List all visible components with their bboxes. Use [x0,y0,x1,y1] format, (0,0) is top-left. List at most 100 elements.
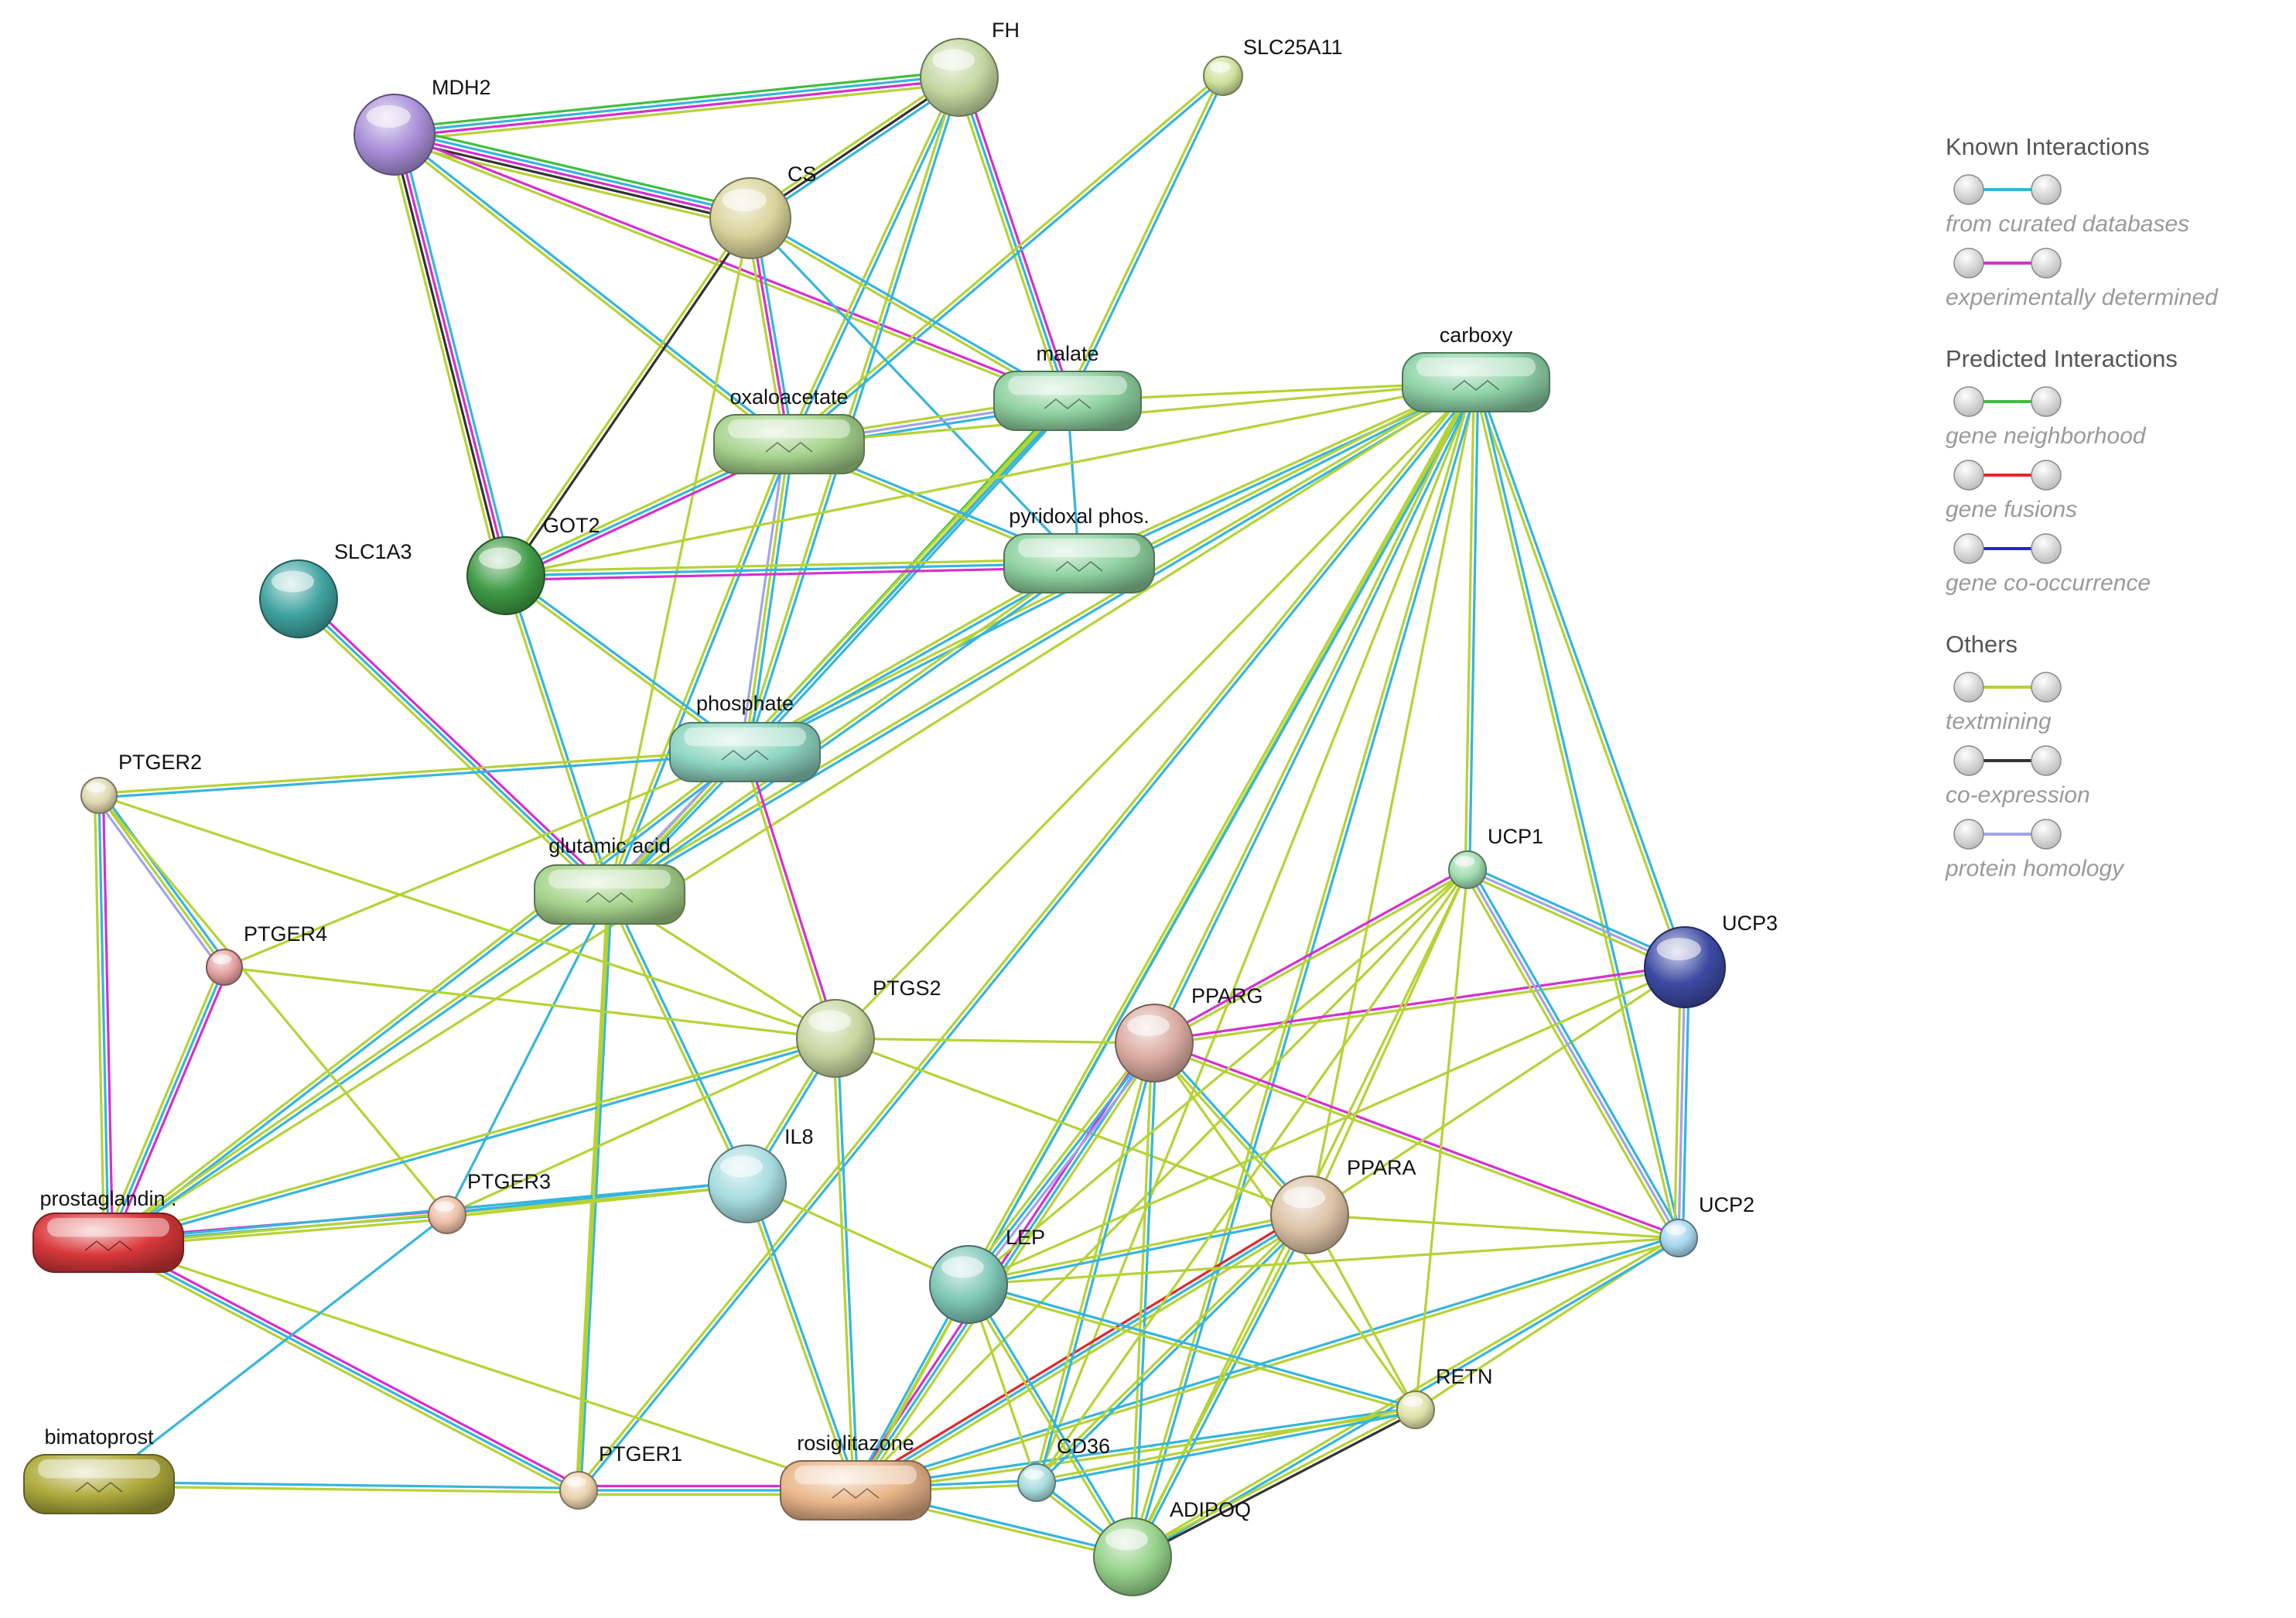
node-ptger3[interactable]: PTGER3 [428,1170,551,1234]
node-gloss [941,1256,984,1278]
node-il8[interactable]: IL8 [708,1125,814,1223]
node-ppara[interactable]: PPARA [1270,1156,1416,1254]
node-gloss [565,1476,586,1487]
node-got2[interactable]: GOT2 [466,514,600,615]
neighborhood-edge-line [392,70,960,130]
node-label: rosiglitazone [797,1432,914,1455]
textmining-edge-line [1414,868,1469,1411]
node-rosiglitazone[interactable]: rosiglitazone [780,1432,931,1521]
node-prostaglandin[interactable]: prostaglandin . [32,1187,184,1273]
edge-PPARG-LEP [964,1039,1159,1288]
legend-item: gene fusions [1946,456,2286,529]
curated-edge-line [967,1216,1312,1288]
node-carboxy[interactable]: carboxy [1402,323,1550,412]
node-pparg[interactable]: PPARG [1115,984,1263,1083]
textmining-edge-line [1153,870,1470,1047]
node-ptgs2[interactable]: PTGS2 [796,977,941,1078]
node-ptger2[interactable]: PTGER2 [80,751,202,814]
textmining-edge-line [97,748,747,795]
node-malate[interactable]: malate [993,342,1142,431]
node-pill[interactable] [534,864,685,925]
legend-item: from curated databases [1946,170,2286,244]
curated-edge-line [969,1281,1136,1558]
node-slc25a11[interactable]: SLC25A11 [1203,36,1343,96]
node-pyridoxal[interactable]: pyridoxal phos. [1003,505,1155,593]
homology-edge-line [739,442,787,753]
curated-edge-line [968,1281,1418,1409]
node-phosphate[interactable]: phosphate [669,692,821,782]
edge-glutamic-PTGER1 [575,893,613,1492]
textmining-edge-line [1129,380,1475,1558]
node-pill[interactable] [713,414,865,474]
curated-edge-line [107,966,226,1244]
node-pill[interactable] [993,371,1142,431]
textmining-edge-line [223,751,747,969]
textmining-edge-line [502,575,609,897]
edge-phosphate-prostaglandin [105,749,748,1246]
textmining-edge-line [741,751,835,1041]
node-retn[interactable]: RETN [1396,1365,1493,1429]
legend-node [1953,819,1984,850]
node-slc1a3[interactable]: SLC1A3 [259,540,412,638]
textmining-edge-line [503,215,750,576]
curated-edge-line [446,1180,749,1214]
textmining-edge-line [741,75,958,753]
legend-node [1953,672,1984,703]
legend-node [2031,819,2062,850]
node-label: oxaloacetate [729,385,848,409]
legend: Known Interactions from curated database… [1946,132,2286,915]
node-lep[interactable]: LEP [929,1226,1045,1324]
textmining-edge-line [97,1485,580,1494]
textmining-edge-line [743,443,791,754]
textmining-edge-line [964,1039,1153,1284]
node-glutamic[interactable]: glutamic acid [534,834,685,925]
edge-SLC25A11-oxaloacetate [786,73,1226,447]
molecule-structure-icon [75,1481,123,1493]
edge-prostaglandin-PTGER1 [104,1237,583,1496]
edge-phosphate-PTGS2 [741,750,839,1041]
node-label: PTGER3 [467,1170,551,1193]
node-fh[interactable]: FH [920,19,1020,117]
node-bimatoprost[interactable]: bimatoprost [23,1425,175,1514]
node-gloss [1023,1469,1044,1479]
legend-node [1953,248,1984,279]
edge-PTGS2-PTGER3 [446,1037,837,1216]
node-oxaloacetate[interactable]: oxaloacetate [713,385,865,474]
node-adipoq[interactable]: ADIPOQ [1093,1498,1251,1596]
node-cs[interactable]: CS [709,162,817,259]
node-pill[interactable] [32,1213,184,1273]
node-pill[interactable] [780,1460,931,1521]
node-ptger1[interactable]: PTGER1 [559,1442,682,1510]
legend-node [2031,174,2062,205]
curated-edge-line [747,443,795,754]
edge-UCP3-UCP2 [1672,966,1691,1240]
edge-carboxy-prostaglandin [107,381,1478,1244]
node-gloss [1283,1186,1325,1209]
textmining-edge-line [1464,381,1475,871]
curated-edge-line [1476,380,1689,968]
node-pill[interactable] [1003,533,1155,593]
node-ucp3[interactable]: UCP3 [1644,912,1778,1008]
node-pill[interactable] [1402,352,1550,412]
legend-node [2031,533,2062,564]
experimental-edge-line [394,131,1070,401]
node-ptger4[interactable]: PTGER4 [206,922,327,986]
edge-PPARG-UCP3 [1153,963,1686,1047]
textmining-edge-line [747,72,958,217]
edge-carboxy-ADIPOQ [1129,380,1480,1559]
node-label: FH [992,19,1020,42]
node-gloss [1416,357,1536,377]
node-pill[interactable] [23,1454,175,1514]
node-pill[interactable] [669,722,821,782]
curated-edge-line [1037,1042,1158,1485]
node-gloss [1105,1528,1148,1551]
node-ucp1[interactable]: UCP1 [1448,825,1543,889]
node-ucp2[interactable]: UCP2 [1659,1193,1754,1257]
node-mdh2[interactable]: MDH2 [354,76,491,176]
node-gloss [808,1010,851,1032]
textmining-edge-line [606,894,747,1186]
node-cd36[interactable]: CD36 [1017,1435,1110,1502]
legend-item: gene neighborhood [1946,382,2286,456]
edge-PTGER4-phosphate [223,751,747,969]
textmining-edge-line [606,560,1080,895]
